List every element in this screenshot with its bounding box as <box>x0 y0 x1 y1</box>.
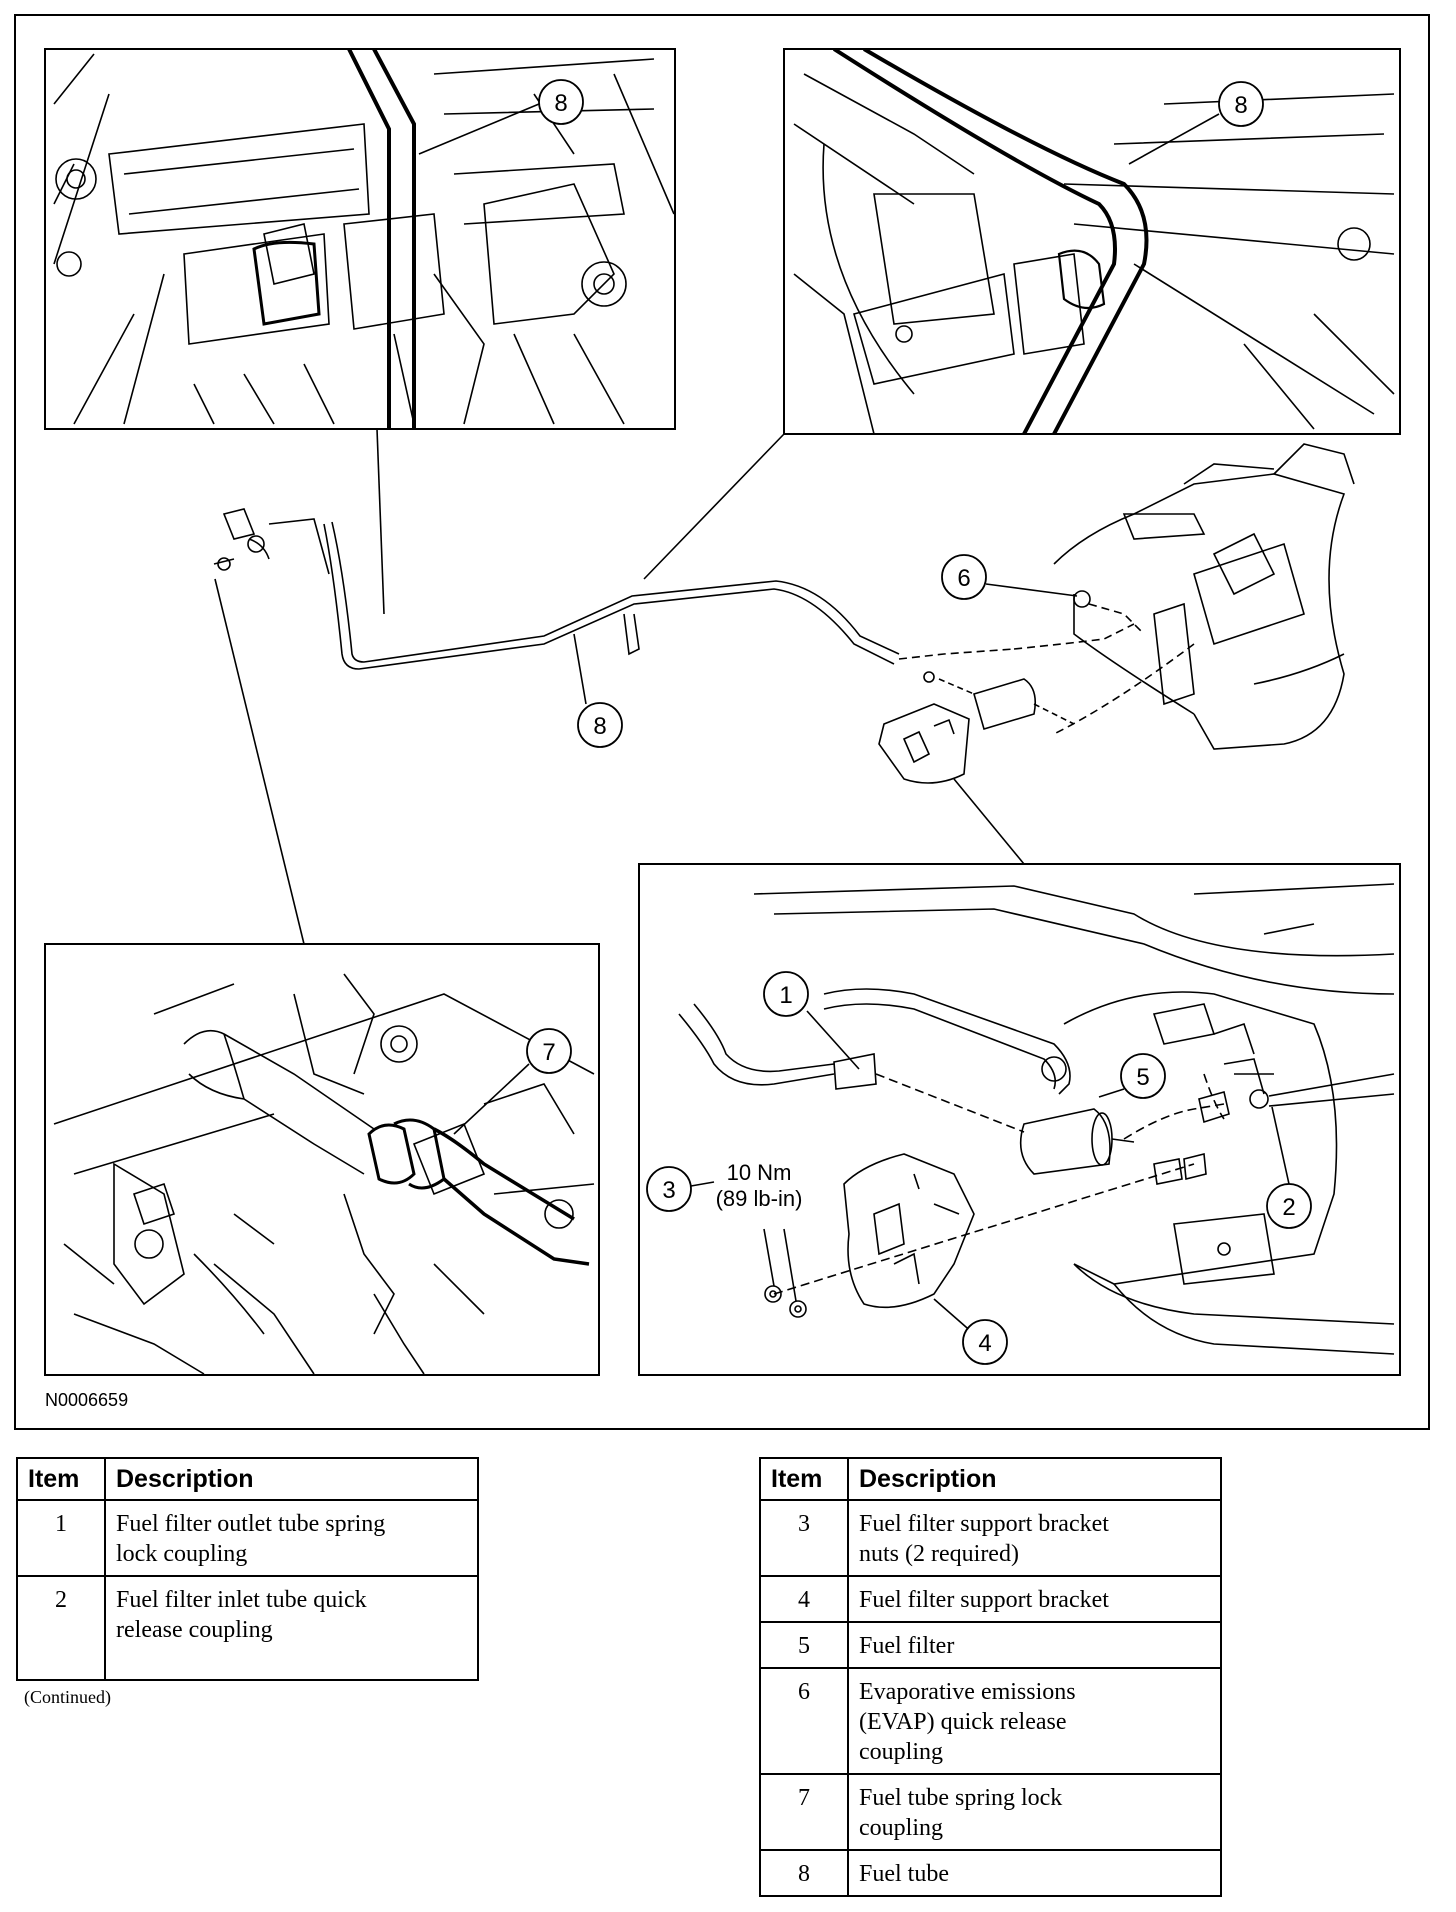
torque-spec-lbin: (89 lb-in) <box>716 1186 803 1211</box>
callout-6-main: 6 <box>957 565 970 592</box>
inset-top-right: 8 <box>783 48 1401 435</box>
legend-item-number: 5 <box>759 1621 849 1669</box>
table-row: 5 Fuel filter <box>759 1621 1222 1669</box>
legend-header-description: Description <box>847 1457 1222 1501</box>
callout-2-detail: 2 <box>1282 1194 1295 1221</box>
description-line: Fuel filter outlet tube spring <box>116 1511 386 1537</box>
legend-header-item: Item <box>759 1457 849 1501</box>
description-line: Fuel tube spring lock <box>859 1785 1063 1811</box>
legend-item-number: 8 <box>759 1849 849 1897</box>
legend-item-description: Fuel filter inlet tube quick release cou… <box>104 1575 479 1681</box>
legend-header-description: Description <box>104 1457 479 1501</box>
legend-header-row: Item Description <box>16 1457 479 1501</box>
inset-bottom-right-detail: 1 5 2 4 3 10 Nm (89 lb-in) <box>638 863 1401 1376</box>
callout-4-detail: 4 <box>978 1330 991 1357</box>
legend-item-number: 1 <box>16 1499 106 1577</box>
table-row: 8 Fuel tube <box>759 1849 1222 1897</box>
description-line: release coupling <box>116 1617 273 1643</box>
callout-7-bottom-left: 7 <box>542 1039 555 1066</box>
callout-1-detail: 1 <box>779 982 792 1009</box>
continued-note: (Continued) <box>24 1687 111 1707</box>
table-row: 1 Fuel filter outlet tube spring lock co… <box>16 1499 479 1577</box>
inset-top-left: 8 <box>44 48 676 430</box>
table-row: 2 Fuel filter inlet tube quick release c… <box>16 1575 479 1681</box>
callout-3-detail: 3 <box>662 1177 675 1204</box>
description-line: lock coupling <box>116 1541 248 1567</box>
legend-item-number: 4 <box>759 1575 849 1623</box>
table-row: 7 Fuel tube spring lock coupling <box>759 1773 1222 1851</box>
legend-item-description: Fuel filter support bracket nuts (2 requ… <box>847 1499 1222 1577</box>
description-line: Evaporative emissions <box>859 1679 1076 1705</box>
legend-item-number: 7 <box>759 1773 849 1851</box>
legend-header-row: Item Description <box>759 1457 1222 1501</box>
legend-table-right: Item Description 3 Fuel filter support b… <box>759 1457 1222 1897</box>
callout-8-main: 8 <box>593 713 606 740</box>
table-row: 6 Evaporative emissions (EVAP) quick rel… <box>759 1667 1222 1775</box>
legend-item-description: Fuel filter outlet tube spring lock coup… <box>104 1499 479 1577</box>
description-line: coupling <box>859 1739 943 1765</box>
inset-bottom-left: 7 <box>44 943 600 1376</box>
legend-item-number: 6 <box>759 1667 849 1775</box>
main-overview <box>213 428 1355 945</box>
illustration-frame <box>14 14 1430 1430</box>
legend-item-number: 3 <box>759 1499 849 1577</box>
legend-item-description: Fuel filter support bracket <box>847 1575 1222 1623</box>
description-line: nuts (2 required) <box>859 1541 1019 1567</box>
description-line: coupling <box>859 1815 943 1841</box>
legend-item-description: Fuel tube spring lock coupling <box>847 1773 1222 1851</box>
callout-8-top-right: 8 <box>1234 92 1247 119</box>
legend-item-description: Evaporative emissions (EVAP) quick relea… <box>847 1667 1222 1775</box>
description-line: Fuel filter inlet tube quick <box>116 1587 367 1613</box>
description-line: (EVAP) quick release <box>859 1709 1067 1735</box>
torque-spec-nm: 10 Nm <box>727 1160 792 1185</box>
legend-item-description: Fuel filter <box>847 1621 1222 1669</box>
table-row: 4 Fuel filter support bracket <box>759 1575 1222 1623</box>
callout-5-detail: 5 <box>1136 1064 1149 1091</box>
legend-table-left: Item Description 1 Fuel filter outlet tu… <box>16 1457 479 1681</box>
table-row: 3 Fuel filter support bracket nuts (2 re… <box>759 1499 1222 1577</box>
figure-id: N0006659 <box>45 1390 128 1410</box>
description-line: Fuel filter support bracket <box>859 1511 1109 1537</box>
legend-item-description: Fuel tube <box>847 1849 1222 1897</box>
legend-item-number: 2 <box>16 1575 106 1681</box>
legend-header-item: Item <box>16 1457 106 1501</box>
callout-8-top-left: 8 <box>554 90 567 117</box>
fuel-system-illustration: 8 8 <box>14 14 1430 1430</box>
